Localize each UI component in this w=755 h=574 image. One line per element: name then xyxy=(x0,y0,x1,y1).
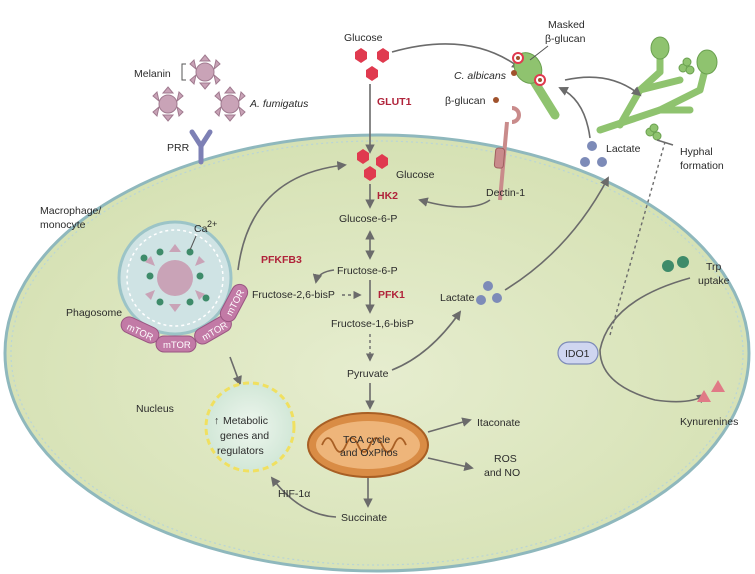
glucose-inside-label: Glucose xyxy=(396,169,435,181)
prr-label: PRR xyxy=(167,142,190,154)
tca-to-itaconate-arrow xyxy=(427,417,472,433)
prr-receptor xyxy=(189,129,213,165)
phagosome-to-glucose-arrow xyxy=(237,161,347,271)
glucose-to-calbicans-arrow xyxy=(391,43,522,70)
lactate-export-arrow xyxy=(504,176,609,291)
lactate-outside-dots xyxy=(580,141,607,167)
tca-to-ros-arrow xyxy=(427,457,474,471)
dectin1-receptor xyxy=(493,106,521,201)
hyphae-conidia xyxy=(645,36,718,141)
itaconate-label: Itaconate xyxy=(477,417,520,429)
dectin-to-hk2-arrow xyxy=(418,197,491,208)
trp-label-1: Trp xyxy=(706,261,722,273)
lactate-to-calbicans-arrow xyxy=(558,87,591,139)
hk2-label: HK2 xyxy=(377,190,398,202)
pyruvate-label: Pyruvate xyxy=(347,368,389,380)
kynurenine-icons xyxy=(697,380,725,402)
aspergillus-spores xyxy=(152,54,246,122)
masked-beta-glucan-label-2: β-glucan xyxy=(545,33,586,45)
metabolic-label-3: regulators xyxy=(217,445,264,457)
nucleus-label: Nucleus xyxy=(136,403,174,415)
glucose-outside-icons xyxy=(355,48,389,81)
mtor-to-nucleus-arrow xyxy=(229,356,242,386)
lactate-outside-label: Lactate xyxy=(606,143,641,155)
pfk1-label: PFK1 xyxy=(378,289,405,301)
f26bp-label: Fructose-2,6-bisP xyxy=(252,289,335,301)
phagosome xyxy=(117,220,233,336)
hyphal-label-1: Hyphal xyxy=(680,146,713,158)
nucleus xyxy=(204,381,296,473)
trp-dots xyxy=(662,256,689,272)
f16bp-label: Fructose-1,6-bisP xyxy=(331,318,414,330)
macrophage-label-1: Macrophage/ xyxy=(40,205,101,217)
lactate-inside-dots xyxy=(476,281,502,305)
cell-membrane-inner xyxy=(10,140,744,566)
beta-glucan-label: β-glucan xyxy=(445,95,486,107)
svg-text:mTOR: mTOR xyxy=(163,340,191,351)
calcium-sup-label: 2+ xyxy=(207,219,217,229)
hyphal-label-2: formation xyxy=(680,160,724,172)
melanin-bracket xyxy=(181,63,186,81)
a-fumigatus-label: A. fumigatus xyxy=(249,98,309,110)
phagosome-label: Phagosome xyxy=(66,307,122,319)
candida-yeast xyxy=(511,52,560,120)
calcium-pointer xyxy=(189,235,197,251)
trp-uptake-arrow xyxy=(599,277,707,404)
f6p-label: Fructose-6-P xyxy=(337,265,398,277)
succinate-label: Succinate xyxy=(341,512,387,524)
pyruvate-to-lactate-arrow xyxy=(391,310,462,371)
mitochondrion xyxy=(307,412,429,478)
ros-label-2: and NO xyxy=(484,467,520,479)
trp-label-2: uptake xyxy=(698,275,730,287)
masked-beta-glucan-label-1: Masked xyxy=(548,19,585,31)
glucose-outside-label: Glucose xyxy=(344,32,383,44)
calbicans-to-hyphae-arrow xyxy=(564,76,642,97)
kynurenines-label: Kynurenines xyxy=(680,416,738,428)
c-albicans-label: C. albicans xyxy=(454,70,507,82)
up-arrow-icon: ↑ xyxy=(214,415,219,427)
glucose-inside-icons xyxy=(357,149,388,181)
melanin-label: Melanin xyxy=(134,68,171,80)
pfkfb3-label: PFKFB3 xyxy=(261,254,302,266)
f6p-to-f26bp-arrow xyxy=(312,269,335,284)
calcium-label: Ca xyxy=(194,223,208,235)
ido1-pill xyxy=(557,341,599,365)
metabolic-label-1: Metabolic xyxy=(223,415,268,427)
glut1-label: GLUT1 xyxy=(377,96,412,108)
tca-label-2: and OxPhos xyxy=(340,447,398,459)
mtor-complex xyxy=(120,283,249,353)
dectin1-label: Dectin-1 xyxy=(486,187,525,199)
macrophage-label-2: monocyte xyxy=(40,219,86,231)
ido1-label: IDO1 xyxy=(565,348,590,360)
lactate-inside-label: Lactate xyxy=(440,292,475,304)
succinate-to-nucleus-arrow xyxy=(270,476,337,518)
hyphae-inhibition-bar xyxy=(656,139,674,146)
hif1a-label: HIF-1α xyxy=(278,488,310,500)
tca-label-1: TCA cycle xyxy=(343,434,390,446)
masked-beta-glucan-pointer xyxy=(529,45,549,61)
ros-label-1: ROS xyxy=(494,453,517,465)
g6p-label: Glucose-6-P xyxy=(339,213,397,225)
beta-glucan-dot xyxy=(493,97,499,103)
metabolic-label-2: genes and xyxy=(220,430,269,442)
